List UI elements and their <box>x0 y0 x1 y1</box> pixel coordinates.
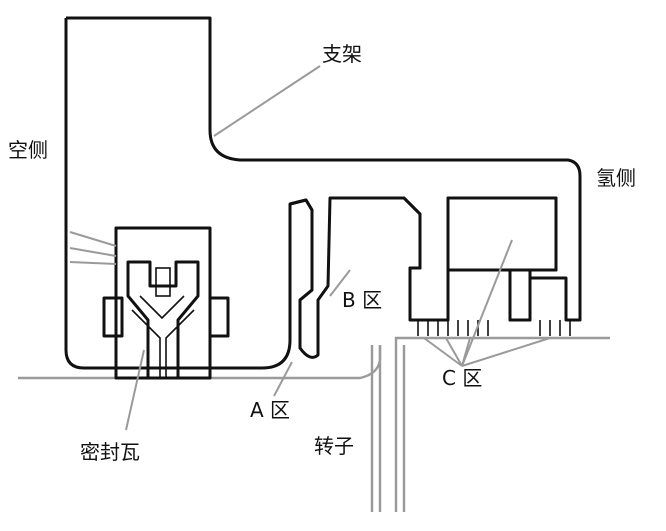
air-side-leader <box>69 261 117 265</box>
zone-a-leader <box>273 361 293 397</box>
rotor-label: 转子 <box>314 434 354 458</box>
seal-shoe-label: 密封瓦 <box>80 440 140 464</box>
zone-c-label: C 区 <box>442 366 483 390</box>
zone-b-cavity <box>330 196 422 320</box>
zone-b-label: B 区 <box>342 288 383 312</box>
bracket-leader <box>213 65 321 137</box>
rotor-surface-line-right <box>394 336 610 345</box>
zone-c-leader <box>461 337 551 367</box>
zone-c-leader <box>461 239 513 367</box>
air-side-leader <box>69 247 117 257</box>
zone-a-label: A 区 <box>250 398 291 422</box>
rotor-surface-line <box>18 345 382 380</box>
zone-c-teeth <box>417 320 571 336</box>
zone-c-chamber <box>446 196 558 322</box>
zone-c-leader <box>423 337 463 367</box>
air-side-label: 空侧 <box>8 138 48 162</box>
seal-shoe-leader <box>125 349 145 431</box>
bracket-label: 支架 <box>322 42 362 66</box>
zone-a-lip <box>289 198 314 348</box>
seal-shoe-assembly <box>102 226 230 380</box>
zone-c-leader <box>445 337 463 367</box>
hydrogen-side-label: 氢侧 <box>596 166 636 190</box>
air-side-leader <box>69 231 117 247</box>
zone-b-leader <box>329 269 351 297</box>
